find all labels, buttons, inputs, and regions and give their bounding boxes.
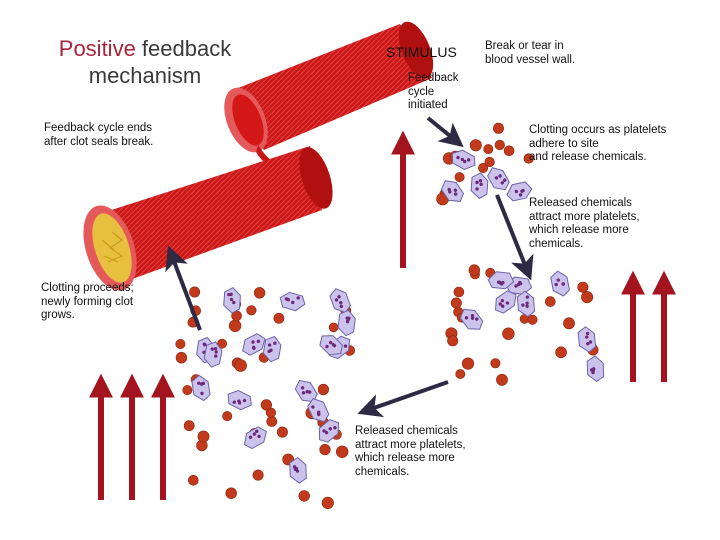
title-line2: mechanism <box>88 62 202 88</box>
platelet <box>550 270 570 297</box>
feedback-ends-label: Feedback cycle ends after clot seals bre… <box>44 122 154 148</box>
title-rest: feedback <box>135 36 232 61</box>
red-blood-cell <box>483 144 494 155</box>
break-tear-label: Break or tear in blood vessel wall. <box>485 40 576 66</box>
platelet <box>487 271 515 290</box>
platelet <box>227 389 252 411</box>
red-blood-cell <box>502 327 515 340</box>
platelet <box>242 333 266 356</box>
red-blood-cell <box>182 385 193 396</box>
red-blood-cell <box>183 420 195 432</box>
arrow-to-clot-growth <box>357 380 449 418</box>
platelet <box>318 419 340 443</box>
title-accent: Positive <box>58 36 136 61</box>
released-chemicals-bottom-label: Released chemicals attract more platelet… <box>355 425 466 478</box>
red-blood-cell <box>484 156 495 168</box>
red-blood-cell <box>276 426 288 438</box>
clotting-proceeds-label: Clotting proceeds; newly forming clot gr… <box>41 282 134 322</box>
red-blood-cell <box>189 286 201 298</box>
red-blood-cell <box>478 163 489 174</box>
red-blood-cell <box>563 317 575 330</box>
red-blood-cell <box>319 444 331 456</box>
clotted-blood-vessel <box>83 146 333 291</box>
platelet <box>516 290 536 318</box>
red-blood-cell <box>225 487 237 499</box>
red-blood-cell <box>468 264 480 276</box>
platelet <box>577 326 597 353</box>
red-blood-cell <box>544 296 556 307</box>
red-blood-cell <box>321 496 334 510</box>
red-blood-cell <box>260 399 273 411</box>
platelet <box>262 335 282 363</box>
red-blood-cell <box>496 373 508 386</box>
platelet <box>337 309 356 337</box>
red-blood-cell <box>253 287 266 299</box>
stimulus-label: STIMULUS <box>386 44 457 60</box>
red-blood-cell <box>577 281 589 293</box>
platelet <box>494 290 517 314</box>
red-blood-cell <box>175 338 186 349</box>
red-blood-cell <box>490 358 501 369</box>
red-blood-cell <box>328 322 339 333</box>
red-blood-cell <box>581 291 594 304</box>
platelet <box>440 180 465 202</box>
red-blood-cell <box>469 139 482 152</box>
red-blood-cell <box>228 319 242 332</box>
red-blood-cell <box>450 297 462 309</box>
increase-arrows <box>89 130 676 500</box>
platelet <box>586 355 605 383</box>
platelet <box>470 172 489 200</box>
red-blood-cell <box>455 369 466 379</box>
red-blood-cell <box>197 430 210 443</box>
platelet <box>289 457 307 484</box>
red-blood-cell <box>273 312 285 324</box>
red-blood-cell <box>492 122 504 134</box>
arrow-to-cycle-end <box>165 245 202 331</box>
red-blood-cell <box>336 445 349 458</box>
arrow-initiated <box>426 116 464 148</box>
platelet <box>307 398 330 423</box>
platelet <box>506 181 533 202</box>
platelet <box>459 308 484 330</box>
red-blood-cell <box>453 286 465 298</box>
red-blood-cell <box>234 359 247 372</box>
red-blood-cell <box>175 352 188 364</box>
feedback-initiated-label: Feedback cycle initiated <box>408 72 459 112</box>
red-blood-cell <box>317 383 330 396</box>
red-blood-cell <box>266 415 278 427</box>
released-chemicals-right-label: Released chemicals attract more platelet… <box>529 197 640 250</box>
blood-cells <box>175 122 605 510</box>
red-blood-cell <box>461 357 475 370</box>
red-blood-cell <box>494 139 505 151</box>
red-blood-cell <box>555 346 567 359</box>
platelet <box>451 149 476 171</box>
red-blood-cell <box>454 172 465 183</box>
platelet <box>191 374 211 402</box>
platelet <box>243 426 268 450</box>
red-blood-cell <box>447 335 459 347</box>
red-blood-cell <box>527 314 538 325</box>
red-blood-cell <box>246 305 257 316</box>
red-blood-cell <box>503 145 515 157</box>
platelet <box>279 291 306 312</box>
cycle-arrows <box>165 116 534 418</box>
red-blood-cell <box>298 490 310 502</box>
platelet <box>294 379 318 403</box>
red-blood-cell <box>188 474 199 486</box>
platelet <box>203 341 223 368</box>
arrow-to-more-platelets <box>495 194 534 281</box>
platelet <box>319 335 343 356</box>
platelet <box>223 287 241 314</box>
red-blood-cell <box>252 469 264 481</box>
platelet <box>487 167 510 191</box>
clotting-occurs-label: Clotting occurs as platelets adhere to s… <box>529 124 667 164</box>
red-blood-cell <box>523 153 534 164</box>
red-blood-cell <box>222 411 233 422</box>
